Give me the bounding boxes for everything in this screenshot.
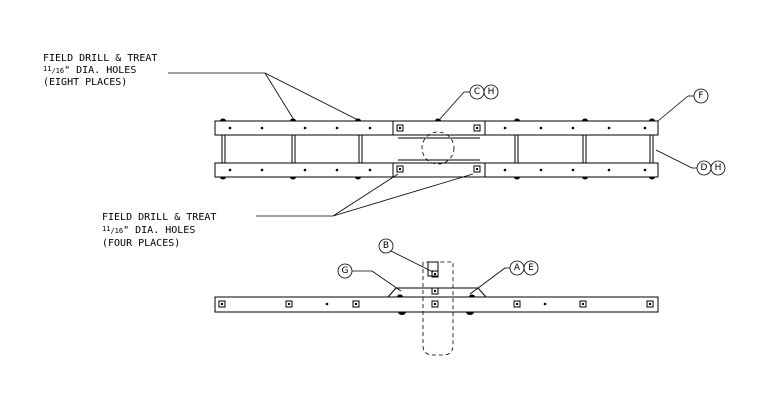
callout-f: F [657,88,709,122]
note-mid-line-1: FIELD DRILL & TREAT [102,212,216,223]
bottom-beam-assembly [214,261,659,356]
note-mid-line-2: 11/16" DIA. HOLES [102,225,195,236]
note-line-1: FIELD DRILL & TREAT [43,53,157,64]
callout-g-label: G [342,266,349,276]
elevation-bolts [218,300,654,308]
leaders-four-places [256,173,474,217]
upper-rail-holes [228,126,647,130]
callout-c-label: C [474,87,480,97]
bracket-top [427,261,439,277]
pole-dashed [422,261,454,356]
lower-rail [214,162,659,178]
callout-a-e: A E [469,260,539,295]
callout-d-label: D [701,163,708,173]
note-line-2: 11/16" DIA. HOLES [43,65,136,76]
note-line-3: (EIGHT PLACES) [43,77,127,88]
leaders-eight-places [168,72,359,121]
callout-f-label: F [698,91,703,101]
pole-outline [421,131,455,165]
elevation-holes [325,302,547,306]
callout-a-label: A [514,263,521,273]
callout-b-label: B [383,241,389,251]
elevation-beam [214,296,659,313]
callout-b: B [378,238,434,273]
note-mid-line-3: (FOUR PLACES) [102,238,180,249]
lower-rail-holes [228,168,647,172]
top-bolt-heads [220,118,655,180]
callout-c-h: C H [439,84,499,120]
note-four-places: FIELD DRILL & TREAT 11/16" DIA. HOLES (F… [102,212,216,249]
callout-d-h: D H [655,149,726,176]
callout-h-label: H [488,87,495,97]
callout-e-label: E [528,263,534,273]
upper-rail [214,120,659,136]
elevation-nuts [397,294,475,315]
vertical-posts [221,135,654,163]
callout-h2-label: H [715,163,722,173]
splice-bolts [396,124,481,173]
callout-g: G [337,263,402,292]
top-beam-assembly [214,118,659,180]
note-eight-places: FIELD DRILL & TREAT 11/16" DIA. HOLES (E… [43,53,157,88]
